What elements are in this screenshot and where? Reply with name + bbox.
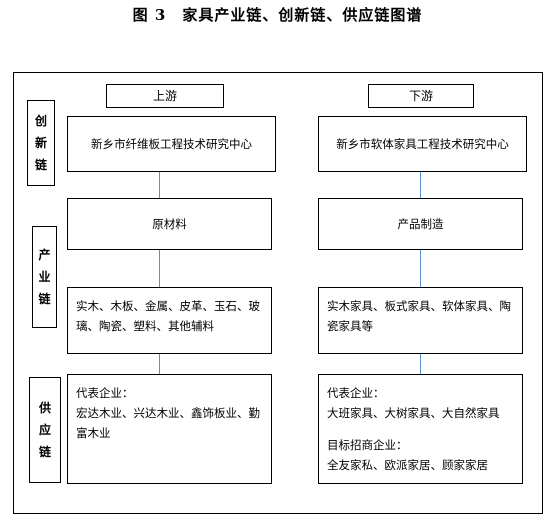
upstream-enterprises-line-2: 富木业 <box>76 426 111 440</box>
upstream-enterprises-box: 代表企业： 宏达木业、兴达木业、鑫饰板业、勤 富木业 <box>67 374 272 484</box>
innovation-chain-char-3: 链 <box>34 158 47 172</box>
industry-chain-char-2: 业 <box>38 270 51 284</box>
supply-chain-char-3: 链 <box>38 445 51 459</box>
upstream-materials-line-1: 实木、木板、金属、皮革、玉石、玻 <box>76 299 260 313</box>
upstream-category-text: 原材料 <box>152 217 187 231</box>
supply-chain-char-2: 应 <box>38 423 51 437</box>
downstream-enterprises-label: 代表企业： <box>327 386 385 400</box>
downstream-category-box: 产品制造 <box>318 198 523 250</box>
diagram-title: 图 3 家具产业链、创新链、供应链图谱 <box>132 6 423 24</box>
downstream-products-line-1: 实木家具、板式家具、软体家具、陶 <box>327 299 511 313</box>
downstream-header-label: 下游 <box>408 89 433 103</box>
downstream-connector-1 <box>420 172 421 198</box>
downstream-category-text: 产品制造 <box>397 217 444 231</box>
upstream-enterprises-line-1: 宏达木业、兴达木业、鑫饰板业、勤 <box>76 406 260 420</box>
upstream-innovation-box: 新乡市纤维板工程技术研究中心 <box>67 116 276 172</box>
industry-chain-label: 产 业 链 <box>32 226 57 328</box>
upstream-innovation-text: 新乡市纤维板工程技术研究中心 <box>91 137 252 151</box>
supply-chain-label: 供 应 链 <box>29 377 61 483</box>
upstream-enterprises-label: 代表企业： <box>76 386 134 400</box>
downstream-connector-3 <box>420 354 421 374</box>
downstream-innovation-box: 新乡市软体家具工程技术研究中心 <box>318 116 527 172</box>
upstream-connector-1 <box>159 172 160 198</box>
downstream-products-line-2: 瓷家具等 <box>327 319 373 333</box>
downstream-target-label: 目标招商企业： <box>327 438 408 452</box>
downstream-header: 下游 <box>368 84 474 108</box>
downstream-products-box: 实木家具、板式家具、软体家具、陶 瓷家具等 <box>318 287 523 354</box>
upstream-header-label: 上游 <box>152 89 177 103</box>
upstream-connector-2 <box>159 250 160 287</box>
innovation-chain-label: 创 新 链 <box>27 100 55 186</box>
upstream-header: 上游 <box>106 84 224 108</box>
upstream-connector-3 <box>159 354 160 374</box>
downstream-enterprises-box: 代表企业： 大班家具、大树家具、大自然家具 目标招商企业： 全友家私、欧派家居、… <box>318 374 523 484</box>
industry-chain-char-1: 产 <box>38 248 51 262</box>
downstream-spacer <box>327 423 514 435</box>
supply-chain-char-1: 供 <box>38 401 51 415</box>
downstream-connector-2 <box>420 250 421 287</box>
upstream-category-box: 原材料 <box>67 198 272 250</box>
diagram-frame <box>13 72 543 514</box>
innovation-chain-char-2: 新 <box>34 136 47 150</box>
upstream-materials-box: 实木、木板、金属、皮革、玉石、玻 璃、陶瓷、塑料、其他辅料 <box>67 287 272 354</box>
innovation-chain-char-1: 创 <box>34 114 47 128</box>
downstream-target-line-1: 全友家私、欧派家居、顾家家居 <box>327 458 488 472</box>
upstream-materials-line-2: 璃、陶瓷、塑料、其他辅料 <box>76 319 214 333</box>
industry-chain-char-3: 链 <box>38 292 51 306</box>
downstream-enterprises-line-1: 大班家具、大树家具、大自然家具 <box>327 406 500 420</box>
downstream-innovation-text: 新乡市软体家具工程技术研究中心 <box>336 137 509 151</box>
